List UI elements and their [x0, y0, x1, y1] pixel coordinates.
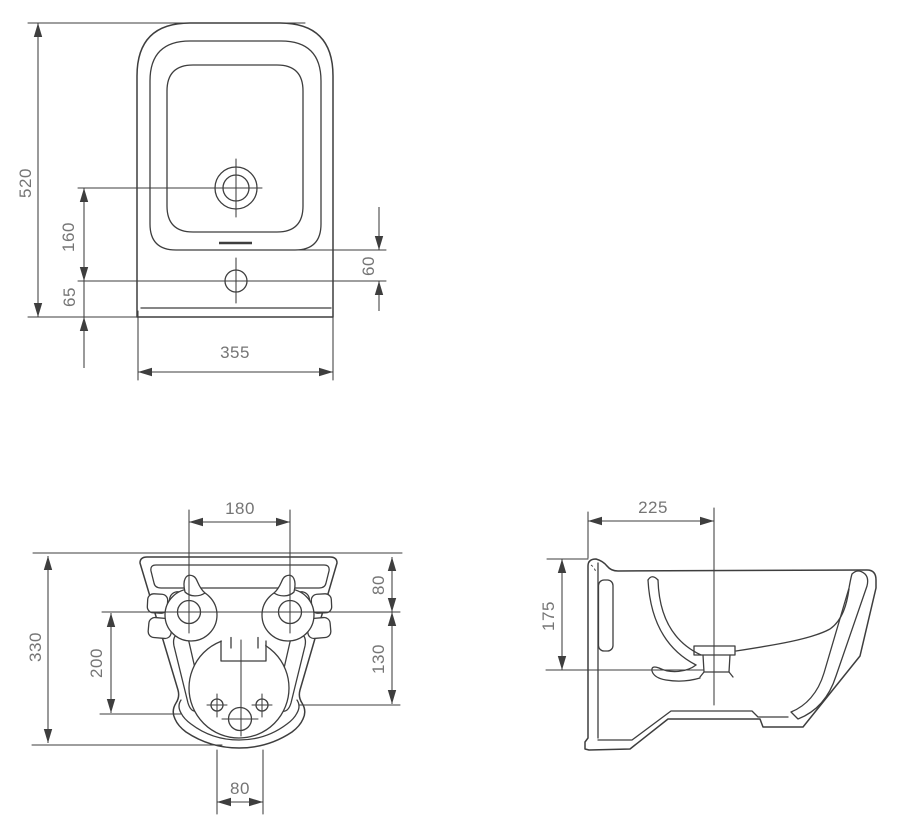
top-view-dimensions: 520 160 65 60 355	[16, 23, 384, 381]
dim-label-520: 520	[16, 168, 35, 198]
side-view: 225 175	[539, 498, 877, 751]
rear-view-dimensions: 180 330 200 80 130 80	[26, 499, 403, 815]
dim-label-65: 65	[60, 287, 79, 307]
side-rim-sliver	[790, 570, 869, 720]
top-view-body	[27, 22, 387, 318]
dim-label-80-right: 80	[369, 575, 388, 595]
side-bowl-band-inner	[657, 579, 702, 656]
dim-label-80-bottom: 80	[230, 779, 250, 798]
dim-label-60: 60	[359, 256, 378, 276]
rear-view-body	[139, 556, 338, 749]
dim-label-180: 180	[225, 499, 255, 518]
dim-label-355: 355	[220, 343, 250, 362]
dim-label-160: 160	[59, 222, 78, 252]
side-bowl-band-outer	[647, 579, 697, 666]
plan-outer-outline	[136, 22, 334, 318]
side-drain-box	[702, 654, 731, 673]
rear-inner-bottom-line	[178, 699, 300, 741]
side-bowl-lip	[651, 664, 701, 682]
side-bowl-floor	[735, 588, 850, 652]
side-drain-foot-right	[728, 671, 734, 678]
rear-view: 180 330 200 80 130 80	[26, 499, 403, 815]
side-inner-bottom-line	[597, 710, 789, 741]
dim-label-200: 200	[87, 648, 106, 678]
side-bowl-band-cap	[647, 576, 659, 581]
side-hidden-edge	[590, 564, 597, 573]
side-view-dimensions: 225 175	[539, 498, 715, 706]
plan-basin-outline	[166, 64, 304, 233]
side-outer-outline	[584, 558, 877, 751]
dim-label-175: 175	[539, 601, 558, 631]
rear-notch	[220, 640, 267, 662]
dim-label-225: 225	[638, 498, 668, 517]
dim-label-130: 130	[369, 644, 388, 674]
side-mounting-plate	[597, 579, 614, 652]
side-view-body	[584, 558, 877, 751]
dim-label-330: 330	[26, 632, 45, 662]
rear-top-recess	[150, 564, 330, 589]
side-drain-foot-left	[699, 671, 705, 678]
plan-rim-outline	[149, 40, 322, 251]
rear-notch-mask	[221, 633, 266, 661]
top-view: 520 160 65 60 355	[16, 22, 387, 381]
